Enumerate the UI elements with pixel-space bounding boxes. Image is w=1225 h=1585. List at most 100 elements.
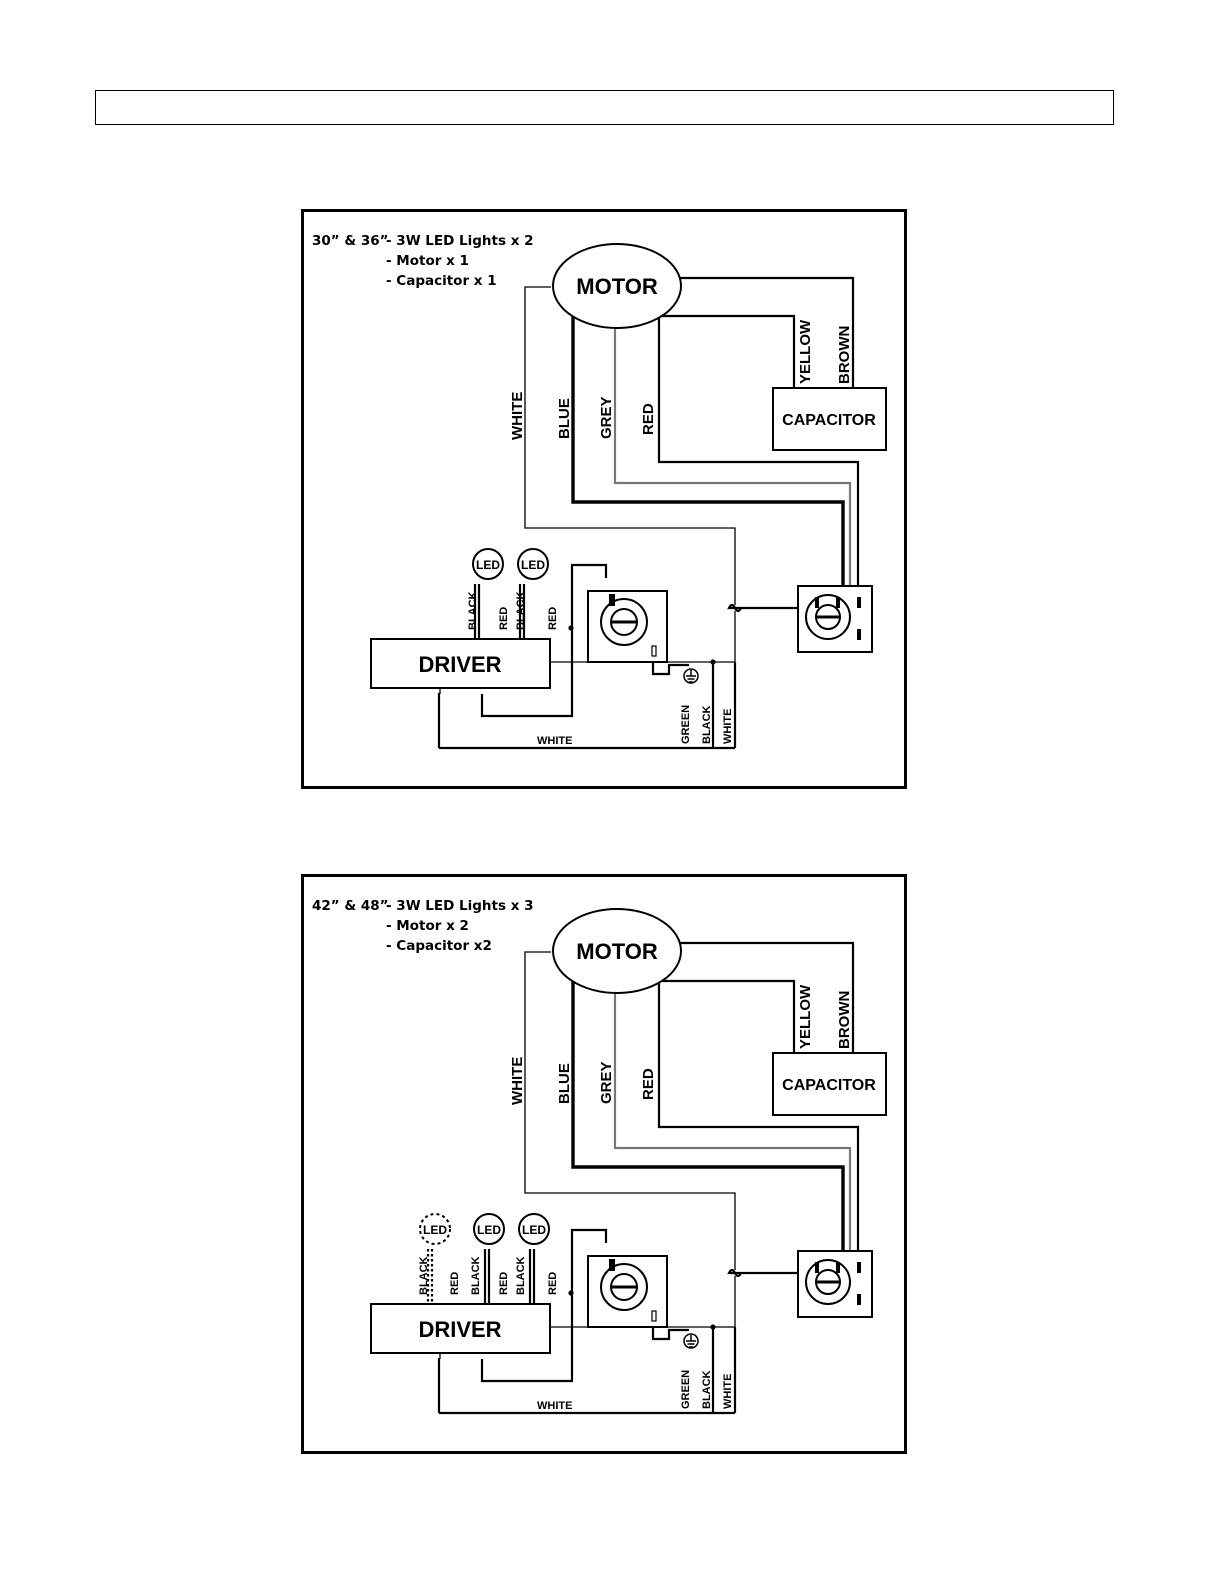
spec-line: - 3W LED Lights x 3 — [386, 898, 534, 914]
white-wire-label: WHITE — [509, 1057, 526, 1105]
driver — [370, 638, 551, 689]
red-wire-label: RED — [547, 607, 559, 630]
brown-wire-label: BROWN — [836, 326, 853, 384]
black-wire-label: BLACK — [470, 1256, 482, 1295]
spec-line: - 3W LED Lights x 2 — [386, 233, 534, 249]
led-label: LED — [521, 558, 545, 572]
wiring-diagram-42-48: 42” & 48” - 3W LED Lights x 3 - Motor x … — [301, 874, 907, 1454]
yellow-wire-label: YELLOW — [797, 984, 814, 1049]
red-wire-label: RED — [547, 1272, 559, 1295]
supply-wires — [711, 1327, 737, 1413]
led-label: LED — [476, 558, 500, 572]
spec-size: 30” & 36” — [312, 233, 389, 249]
white-supply-wire — [437, 1358, 735, 1415]
red-wire — [657, 981, 860, 1253]
wiring-diagram-svg: 30” & 36” - 3W LED Lights x 2 - Motor x … — [312, 233, 887, 750]
supply-wires — [711, 662, 737, 748]
led-label: LED — [477, 1223, 501, 1237]
red-wire-label: RED — [498, 607, 510, 630]
led-optional — [419, 1213, 451, 1245]
line-wire — [727, 603, 860, 652]
brown-wire — [680, 941, 855, 1052]
ground-wire — [651, 660, 689, 676]
yellow-wire-label: YELLOW — [797, 319, 814, 384]
wiring-diagram-svg: 42” & 48” - 3W LED Lights x 3 - Motor x … — [312, 898, 887, 1415]
led-label: LED — [522, 1223, 546, 1237]
led-1 — [473, 1213, 505, 1245]
black-wire-label: BLACK — [418, 1256, 430, 1295]
green-wire-label: GREEN — [680, 1370, 692, 1409]
grey-wire — [613, 320, 852, 588]
ground-wire — [651, 1325, 689, 1341]
light-switch — [587, 590, 668, 663]
white-supply-wire — [437, 693, 735, 750]
ground-icon — [683, 1333, 699, 1349]
grey-wire-label: GREY — [598, 396, 615, 439]
brown-wire — [680, 276, 855, 387]
black-wire-label: BLACK — [515, 1256, 527, 1295]
spec-line: - Motor x 2 — [386, 918, 469, 934]
optional-led-wires — [426, 1249, 434, 1303]
driver-label: DRIVER — [418, 652, 501, 677]
red-wire-label: RED — [640, 1068, 657, 1100]
brown-wire-label: BROWN — [836, 991, 853, 1049]
black-wire-label: BLACK — [467, 591, 479, 630]
spec-line: - Capacitor x 1 — [386, 273, 497, 289]
light-switch — [587, 1255, 668, 1328]
capacitor — [772, 1052, 887, 1116]
black-wire-label: BLACK — [701, 705, 713, 744]
white-wire-label: WHITE — [509, 392, 526, 440]
fan-switch — [797, 1250, 873, 1318]
red-wire-label: RED — [449, 1272, 461, 1295]
driver-return-wire — [480, 1309, 574, 1383]
motor-label: MOTOR — [576, 274, 658, 299]
ground-icon — [683, 668, 699, 684]
motor-label: MOTOR — [576, 939, 658, 964]
line-wire — [727, 1268, 860, 1317]
switch-lead-wire — [570, 1228, 608, 1309]
junction-dot — [710, 659, 716, 665]
red-wire-label: RED — [640, 403, 657, 435]
led-label: LED — [423, 1223, 447, 1237]
spec-line: - Motor x 1 — [386, 253, 469, 269]
spec-line: - Capacitor x2 — [386, 938, 492, 954]
junction-dot — [568, 625, 574, 631]
grey-wire-label: GREY — [598, 1061, 615, 1104]
led-wires — [483, 1249, 536, 1303]
driver-label: DRIVER — [418, 1317, 501, 1342]
yellow-wire — [657, 314, 796, 387]
grey-wire — [613, 985, 852, 1253]
motor — [552, 908, 682, 994]
driver — [370, 1303, 551, 1354]
fan-switch — [797, 585, 873, 653]
blue-wire — [571, 300, 845, 588]
black-wire-label: BLACK — [701, 1370, 713, 1409]
red-wire — [657, 316, 860, 588]
motor — [552, 243, 682, 329]
led-2 — [517, 548, 549, 580]
junction-dot — [568, 1290, 574, 1296]
junction-dot — [710, 1324, 716, 1330]
blue-wire-label: BLUE — [556, 1063, 573, 1104]
white-wire-label: WHITE — [722, 709, 734, 744]
green-wire-label: GREEN — [680, 705, 692, 744]
switch-lead-wire — [570, 563, 608, 644]
led-1 — [472, 548, 504, 580]
black-wire-label: BLACK — [515, 591, 527, 630]
capacitor — [772, 387, 887, 451]
wiring-diagram-30-36: 30” & 36” - 3W LED Lights x 2 - Motor x … — [301, 209, 907, 789]
capacitor-label: CAPACITOR — [782, 1077, 876, 1094]
blue-wire — [571, 965, 845, 1253]
led-2 — [518, 1213, 550, 1245]
white-wire-label: WHITE — [722, 1374, 734, 1409]
white-wire-label: WHITE — [537, 735, 572, 747]
yellow-wire — [657, 979, 796, 1052]
white-wire-label: WHITE — [537, 1400, 572, 1412]
led-wires — [473, 584, 526, 638]
red-wire-label: RED — [498, 1272, 510, 1295]
driver-return-wire — [480, 644, 574, 718]
blue-wire-label: BLUE — [556, 398, 573, 439]
capacitor-label: CAPACITOR — [782, 412, 876, 429]
spec-size: 42” & 48” — [312, 898, 389, 914]
header-box — [95, 90, 1114, 125]
